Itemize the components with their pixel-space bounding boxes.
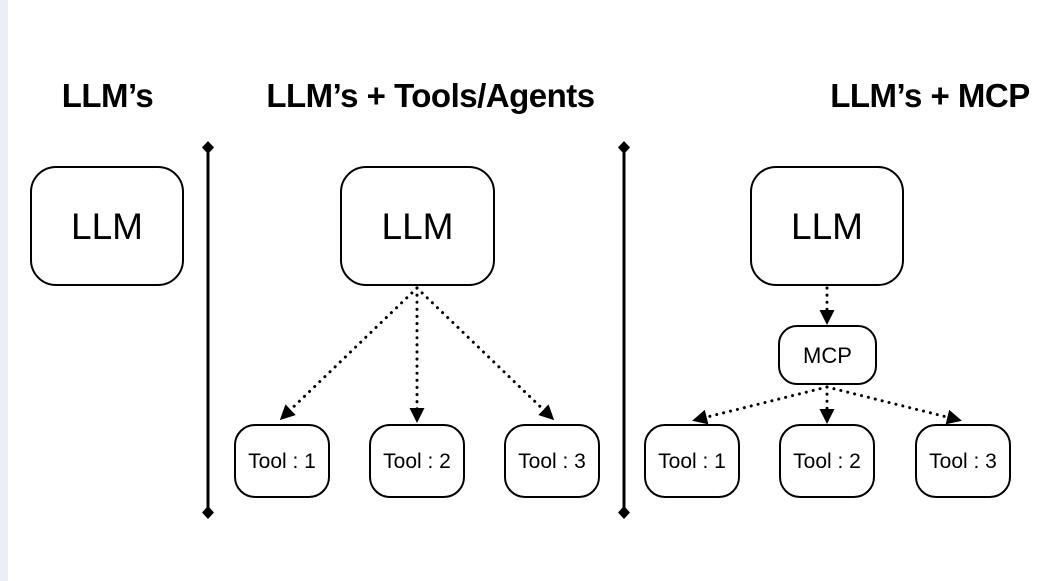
panel2-tool-3-box <box>504 424 600 498</box>
canvas-left-edge-strip <box>0 0 8 581</box>
panel3-mcp-box <box>778 325 877 385</box>
divider-1 <box>202 141 214 519</box>
panel2-tool-1-box <box>234 424 330 498</box>
panel3-llm-box <box>750 166 904 286</box>
panel2-llm-box <box>340 166 495 286</box>
edge-llm-to-tool-3 <box>415 286 555 421</box>
panel2-connectors <box>279 286 555 423</box>
panel2-tool-2-box <box>369 424 465 498</box>
panel1-llm-box <box>30 166 184 286</box>
panel3-tool-3-box <box>915 424 1011 498</box>
column-heading-llms: LLM’s <box>61 77 154 114</box>
edge-mcp-to-tool-3 <box>825 385 962 425</box>
column-heading-mcp: LLM’s + MCP <box>830 77 1030 114</box>
panel3-tool-2-box <box>779 424 875 498</box>
edge-llm-to-tool-1 <box>279 286 419 421</box>
divider-2 <box>618 141 630 519</box>
panel3-connectors <box>692 385 962 425</box>
column-heading-tools-agents: LLM’s + Tools/Agents <box>266 77 595 114</box>
panel3-tool-1-box <box>644 424 740 498</box>
edge-mcp-to-tool-1 <box>692 385 829 425</box>
